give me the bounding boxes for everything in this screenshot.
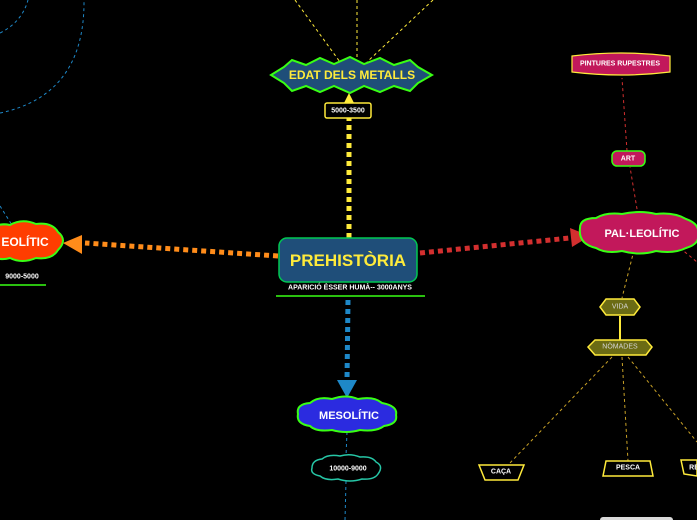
connector-art-pintures <box>621 77 628 152</box>
connector-mesolitic-down <box>344 480 347 520</box>
arrowhead-neolitic <box>63 235 82 254</box>
connector-metalls-top-left <box>294 0 341 63</box>
node-caca-shape[interactable] <box>477 464 526 481</box>
mesolitic-label: MESOLÍTIC <box>319 410 379 422</box>
connector-nomades-right <box>627 356 697 443</box>
connector-mesolitic-dates <box>345 431 348 457</box>
edat-metalls-label: EDAT DELS METALLS <box>288 68 416 82</box>
partial-right-label: RE <box>689 464 697 472</box>
edat-metalls-dates-label: 5000-3500 <box>331 107 365 115</box>
arrowhead-metalls <box>344 93 354 103</box>
paleolitic-label: PAL·LEOLÍTIC <box>604 228 680 240</box>
node-nomades-shape[interactable] <box>586 339 653 356</box>
node-vida-shape[interactable] <box>599 298 641 316</box>
connector-metalls-top-right <box>366 0 434 63</box>
node-art-shape[interactable] <box>611 150 646 167</box>
caca-label: CAÇA <box>490 468 512 476</box>
decorative-arc-outer <box>0 0 85 114</box>
arrowhead-mesolitic <box>337 380 357 398</box>
node-mesolitic-shape[interactable] <box>296 395 398 433</box>
decorative-arc-inner <box>0 0 29 34</box>
node-paleolitic-shape[interactable] <box>578 211 697 255</box>
mesolitic-dates-label: 10000-9000 <box>329 465 367 473</box>
connector-nomades-caca <box>507 356 613 466</box>
prehistoria-subtitle: APARICIÓ ÉSSER HUMÀ-- 3000ANYS <box>288 284 412 292</box>
partial-bottom-card <box>600 517 673 520</box>
node-neolitic-shape[interactable] <box>0 220 64 262</box>
pintures-label: PINTURES RUPESTRES <box>579 60 661 68</box>
connector-center-neolitic <box>84 240 279 259</box>
neolitic-dates-label: 9000-5000 <box>5 273 39 281</box>
node-prehistoria-shape[interactable] <box>278 237 418 283</box>
connector-center-mesolitic <box>344 299 351 381</box>
art-label: ART <box>620 155 636 163</box>
connector-paleolitic-right <box>679 247 697 263</box>
connector-nomades-pesca <box>621 356 629 462</box>
node-edat-metalls-shape[interactable] <box>269 55 435 95</box>
node-mesolitic-dates-shape[interactable] <box>310 453 382 482</box>
connector-paleolitic-art <box>629 166 639 216</box>
prehistoria-title: PREHISTÒRIA <box>289 251 407 270</box>
node-pintures-shape[interactable] <box>571 52 671 76</box>
node-edat-metalls-dates-box[interactable] <box>324 102 372 119</box>
node-pesca-shape[interactable] <box>602 460 654 477</box>
connector-center-paleolitic <box>419 235 571 256</box>
node-partial-right-shape[interactable] <box>680 459 697 477</box>
nomades-label: NÒMADES <box>602 343 638 351</box>
neolitic-label: EOLÍTIC <box>1 235 49 249</box>
pesca-label: PESCA <box>615 464 641 472</box>
connector-neolitic-partial <box>0 205 13 226</box>
vida-label: VIDA <box>611 303 629 311</box>
connector-paleolitic-vida <box>621 249 635 299</box>
